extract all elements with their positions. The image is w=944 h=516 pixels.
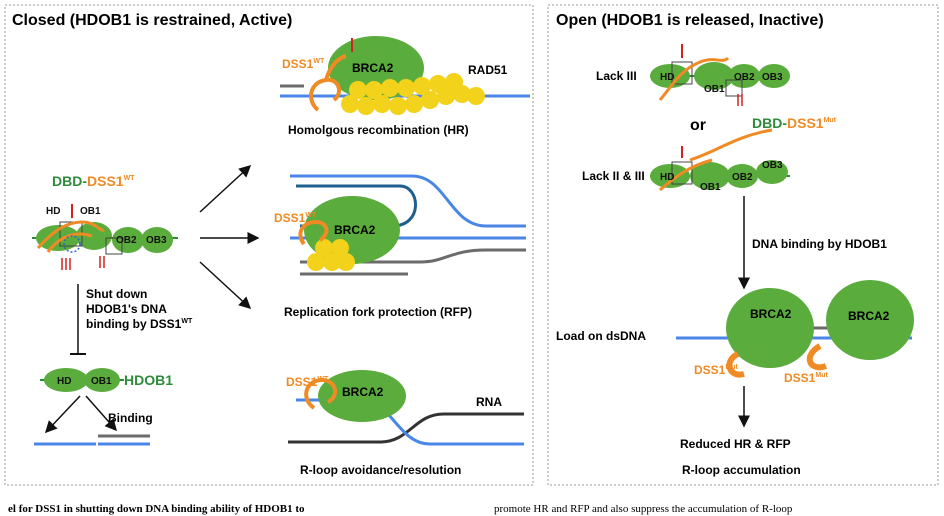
binding-label: Binding <box>108 411 153 425</box>
dna-binding-label: DNA binding by HDOB1 <box>752 237 887 251</box>
footer-caption-left: el for DSS1 in shutting down DNA binding… <box>8 503 305 515</box>
svg-text:BRCA2: BRCA2 <box>334 223 376 237</box>
svg-text:DSS1WT: DSS1WT <box>282 57 325 71</box>
hdob1-construct: HD OB1 HDOB1 <box>40 368 173 392</box>
svg-text:DSS1Mut: DSS1Mut <box>784 371 828 385</box>
hr-illustration: BRCA2 DSS1WT RAD51 <box>280 36 530 115</box>
or-label: or <box>690 117 706 134</box>
lack3-label: Lack III <box>596 69 637 83</box>
svg-text:OB1: OB1 <box>700 182 721 193</box>
svg-text:DSS1WT: DSS1WT <box>274 211 317 225</box>
svg-text:BRCA2: BRCA2 <box>750 307 792 321</box>
svg-text:RNA: RNA <box>476 395 502 409</box>
svg-text:BRCA2: BRCA2 <box>848 309 890 323</box>
svg-text:BRCA2: BRCA2 <box>352 61 394 75</box>
rloop-accumulation: R-loop accumulation <box>682 463 801 477</box>
reduced-hr-rfp: Reduced HR & RFP <box>680 437 791 451</box>
open-construct-label: DBD-DSS1Mut <box>752 115 837 131</box>
rloop-illustration: BRCA2 DSS1WT RNA <box>286 370 524 446</box>
svg-text:OB1: OB1 <box>91 376 112 387</box>
svg-text:DSS1Mut: DSS1Mut <box>694 363 738 377</box>
svg-text:HD: HD <box>660 172 674 183</box>
closed-panel-title: Closed (HDOB1 is restrained, Active) <box>12 12 292 29</box>
rfp-caption: Replication fork protection (RFP) <box>284 305 472 319</box>
svg-text:OB2: OB2 <box>732 172 753 183</box>
closed-dbd-dss1-construct: HD OB1 OB2 OB3 <box>32 204 178 270</box>
rloop-caption: R-loop avoidance/resolution <box>300 463 461 477</box>
rfp-illustration: BRCA2 DSS1WT <box>274 174 526 276</box>
svg-text:OB2: OB2 <box>734 72 755 83</box>
lack23-construct: HD OB1 OB2 OB3 <box>650 146 790 193</box>
svg-text:DSS1WT: DSS1WT <box>286 375 329 389</box>
svg-text:HD: HD <box>57 376 71 387</box>
svg-text:HD: HD <box>660 72 674 83</box>
shutdown-text-1: Shut down <box>86 287 147 301</box>
open-panel-title: Open (HDOB1 is released, Inactive) <box>556 12 824 29</box>
shutdown-text-2: HDOB1's DNA <box>86 302 167 316</box>
arrow-to-rloop <box>199 261 252 310</box>
closed-panel-frame <box>4 4 534 486</box>
svg-text:OB1: OB1 <box>704 84 725 95</box>
hr-caption: Homolgous recombination (HR) <box>288 123 469 137</box>
lack23-label: Lack II & III <box>582 169 645 183</box>
lack3-construct: HD OB1 OB2 OB3 <box>650 44 790 106</box>
arrow-to-hr <box>199 164 252 213</box>
svg-text:OB2: OB2 <box>116 235 137 246</box>
svg-text:OB3: OB3 <box>762 72 783 83</box>
open-panel-frame <box>547 4 939 486</box>
svg-text:HDOB1: HDOB1 <box>124 372 173 388</box>
open-load-illustration: BRCA2 BRCA2 DSS1Mut DSS1Mut <box>676 280 914 385</box>
shutdown-text-3: binding by DSS1WT <box>86 317 193 331</box>
svg-text:OB1: OB1 <box>80 206 101 217</box>
svg-text:HD: HD <box>46 206 60 217</box>
closed-construct-label: DBD-DSS1WT <box>52 173 135 189</box>
svg-text:RAD51: RAD51 <box>468 63 508 77</box>
svg-text:BRCA2: BRCA2 <box>342 385 384 399</box>
svg-text:OB3: OB3 <box>146 235 167 246</box>
footer-caption-right: promote HR and RFP and also suppress the… <box>494 503 793 515</box>
svg-text:OB3: OB3 <box>762 160 783 171</box>
load-label: Load on dsDNA <box>556 329 646 343</box>
svg-text:DBD-DSS1WT: DBD-DSS1WT <box>52 173 135 189</box>
